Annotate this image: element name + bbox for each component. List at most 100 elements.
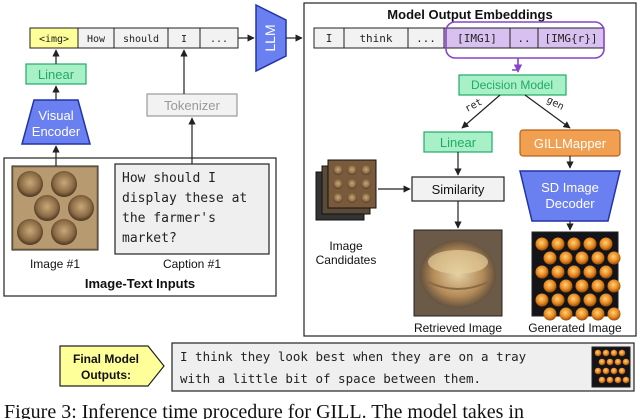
thumbnail-cookie — [598, 376, 606, 384]
input-token-should-text: should — [123, 34, 159, 45]
similarity-label: Similarity — [432, 182, 485, 197]
generated-cookie — [535, 237, 549, 251]
generated-cookie — [551, 265, 565, 279]
generated-cookie — [567, 265, 581, 279]
thumbnail-cookie — [606, 376, 614, 384]
retrieved-image-label: Retrieved Image — [414, 321, 502, 335]
arrow-decision-to-gillmapper — [524, 94, 571, 129]
thumbnail-cookie — [610, 367, 618, 375]
image-candidates-label-line1: Image — [329, 239, 363, 253]
image-candidates-label-line2: Candidates — [316, 253, 377, 267]
output-token-ellipsis-text: ... — [416, 32, 436, 45]
model-output-embeddings-title: Model Output Embeddings — [387, 7, 552, 22]
input-token-how-text: How — [87, 34, 106, 45]
generated-cookie — [591, 279, 605, 293]
output-token-dots-text: .. — [517, 32, 530, 45]
thumbnail-cookie — [594, 349, 602, 357]
gillmapper-label: GILLMapper — [534, 136, 607, 151]
final-output-line-2: with a little bit of space between them. — [180, 371, 481, 386]
generated-cookie — [575, 307, 589, 321]
generated-cookie — [591, 307, 605, 321]
image-candidates-stack — [315, 159, 377, 221]
generated-image — [531, 231, 621, 321]
generated-cookie — [575, 251, 589, 265]
final-output-text-box — [171, 342, 635, 392]
thumbnail-cookie — [614, 376, 622, 384]
thumbnail-cookie — [598, 358, 606, 366]
thumbnail-cookie — [594, 367, 602, 375]
arrow-img-tokens-to-decision — [512, 58, 519, 71]
input-token-i-text: I — [181, 34, 187, 45]
generated-cookie — [559, 279, 573, 293]
final-outputs-label-line1: Final Model — [73, 352, 139, 366]
generated-cookie — [607, 251, 621, 265]
arrow-decision-to-linear — [461, 94, 501, 129]
generated-cookie — [535, 293, 549, 307]
final-outputs-label-line2: Outputs: — [81, 368, 131, 382]
tray-cookie — [17, 171, 43, 197]
final-outputs-arrow-shape — [59, 345, 165, 387]
input-token-row: <img> How should I ... — [29, 27, 239, 49]
visual-encoder-shape — [21, 99, 91, 145]
linear-right-label: Linear — [440, 135, 477, 150]
generated-cookie — [551, 237, 565, 251]
llm-label: LLM — [262, 24, 278, 51]
tray-cookie — [51, 171, 77, 197]
generated-cookie — [543, 307, 557, 321]
thumbnail-cookie — [610, 349, 618, 357]
caption-number-label: Caption #1 — [163, 257, 221, 271]
output-token-img1-text: [IMG1] — [457, 32, 497, 45]
caption-line-2: display these at — [122, 191, 247, 206]
tokenizer-label: Tokenizer — [164, 98, 220, 113]
image-number-label: Image #1 — [30, 257, 80, 271]
generated-cookie — [543, 251, 557, 265]
final-output-thumbnail — [591, 346, 631, 388]
decision-model-box — [458, 74, 567, 96]
thumbnail-cookie — [614, 358, 622, 366]
input-token-img-text: <img> — [39, 34, 69, 45]
thumbnail-cookie — [622, 376, 630, 384]
candidate-cookies — [333, 165, 371, 203]
input-token-ellipsis-text: ... — [210, 34, 228, 45]
sd-decoder-label-line1: SD Image — [541, 180, 599, 195]
generated-cookie — [567, 237, 581, 251]
sd-decoder-label-line2: Decoder — [545, 196, 595, 211]
output-token-i-text: I — [326, 32, 333, 45]
generated-cookie — [567, 293, 581, 307]
generated-cookie — [583, 237, 597, 251]
caption-line-1: How should I — [122, 171, 216, 186]
output-token-row: I think ... [IMG1] .. [IMG{r}] — [313, 21, 605, 59]
linear-left-label: Linear — [38, 67, 75, 82]
gen-label: gen — [545, 95, 566, 113]
generated-image-label: Generated Image — [528, 321, 622, 335]
tray-cookie — [34, 195, 60, 221]
generated-cookie — [599, 237, 613, 251]
generated-cookie — [551, 293, 565, 307]
generated-cookie — [599, 265, 613, 279]
img-token-highlight — [445, 21, 605, 59]
output-token-think-text: think — [359, 32, 392, 45]
generated-cookie — [583, 265, 597, 279]
thumbnail-cookie — [602, 367, 610, 375]
generated-cookie — [559, 307, 573, 321]
caption-line-4: market? — [122, 231, 177, 246]
generated-cookie — [607, 279, 621, 293]
thumbnail-cookie — [606, 358, 614, 366]
generated-cookie — [591, 251, 605, 265]
generated-cookie — [543, 279, 557, 293]
visual-encoder-label-line1: Visual — [38, 108, 73, 123]
llm-shape — [255, 3, 287, 73]
figure-caption: Figure 3: Inference time procedure for G… — [4, 401, 524, 419]
generated-cookie — [607, 307, 621, 321]
output-panel — [303, 2, 637, 337]
thumbnail-cookie — [602, 349, 610, 357]
caption-box — [114, 163, 270, 255]
retrieved-image — [413, 229, 503, 317]
tray-cookie — [51, 219, 77, 245]
visual-encoder-label-line2: Encoder — [32, 124, 81, 139]
input-image — [11, 165, 99, 251]
generated-cookie — [535, 265, 549, 279]
final-output-line-1: I think they look best when they are on … — [180, 349, 527, 364]
sd-decoder-shape — [519, 170, 621, 222]
